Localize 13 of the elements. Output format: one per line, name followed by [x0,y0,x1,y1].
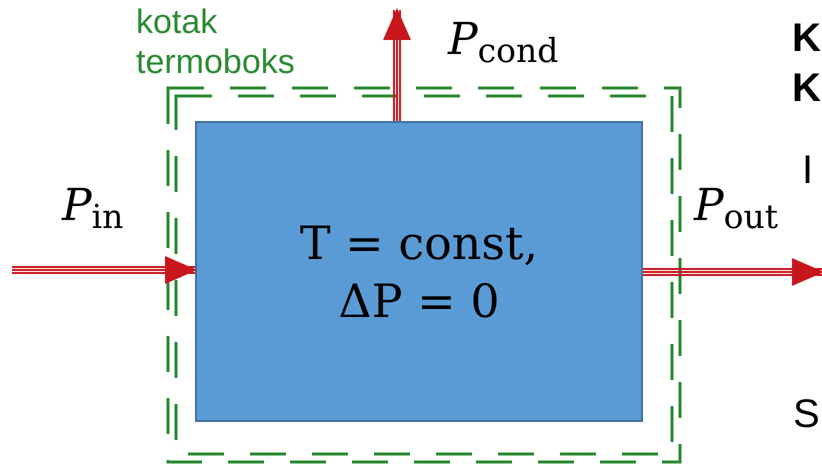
edge-label: P$_{out}$ [694,180,778,232]
edge-label: P$_{cond}$ [448,14,558,66]
process-box [195,121,643,422]
condition-text: T = const, ΔP = 0 [298,214,540,330]
cut-off-letter: I [802,147,814,194]
cut-off-letter: K [792,65,821,112]
double-line-arrow [11,256,197,284]
double-line-arrow [383,8,411,122]
edge-label: P$_{in}$ [62,180,124,232]
cut-off-letter: K [792,15,821,62]
cut-off-letter: S [793,391,820,438]
box-heading: kotak termoboks [136,2,296,82]
double-line-arrow [642,258,822,286]
